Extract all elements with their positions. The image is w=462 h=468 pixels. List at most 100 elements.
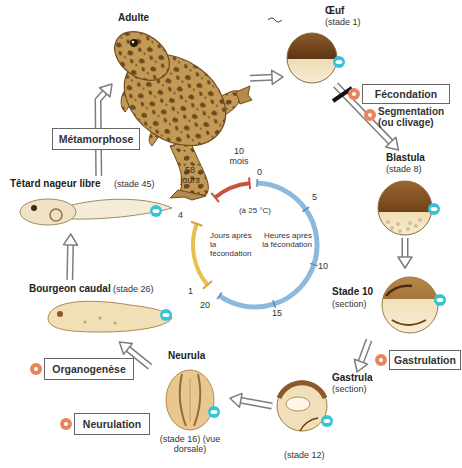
- node-heading: Métamorphose: [59, 133, 134, 145]
- time-clock-part: [203, 281, 212, 289]
- temperature-note: (à 25 °C): [228, 207, 282, 216]
- gastrula-illustration-part: [300, 418, 318, 431]
- node-subtext: (stade 8): [386, 164, 456, 174]
- gastrula-illustration-part: [279, 383, 325, 398]
- process-icon-part: [34, 367, 38, 371]
- tadpole-illustration-part: [20, 199, 76, 225]
- process-box: Organogenèse: [44, 358, 134, 380]
- arrow-head: [230, 393, 242, 407]
- process-icon-part: [60, 418, 72, 430]
- frog-illustration-part: [236, 86, 252, 104]
- frog-illustration-part: [170, 190, 206, 200]
- node-heading: Stade 10: [332, 286, 382, 298]
- axis-caption: Jours après la fécondation: [210, 232, 256, 258]
- arrow-head: [119, 342, 132, 354]
- arrow-head: [99, 84, 112, 97]
- node-subtext: (stade 16) (vue dorsale): [159, 434, 221, 455]
- arrow-outline: [361, 340, 369, 363]
- arrow-body: [361, 340, 369, 363]
- arrow-head: [63, 234, 77, 245]
- neurula-illustration-part: [166, 370, 214, 430]
- arrow-body: [240, 400, 272, 406]
- node-heading: Blastula: [386, 152, 456, 164]
- frog-illustration-part: [130, 39, 138, 47]
- view-icon-part: [437, 298, 444, 302]
- process-box: Métamorphose: [52, 128, 140, 150]
- view-icon-part: [428, 203, 440, 215]
- blastula-illustration-part: [408, 221, 412, 225]
- time-clock: [191, 177, 318, 307]
- process-icon-part: [352, 92, 356, 96]
- node-subtext: (section): [332, 384, 384, 394]
- frog-illustration-part: [105, 22, 178, 91]
- stage-figure: Têtard nageur libre(stade 45): [8, 176, 173, 234]
- node-heading: Bourgeon caudal: [29, 283, 115, 295]
- tailbud-illustration: [48, 301, 172, 332]
- cycle-arrow: [354, 340, 369, 372]
- time-clock-part: [191, 222, 202, 226]
- blastula-illustration-part: [378, 181, 432, 235]
- tadpole-illustration-part: [72, 199, 172, 219]
- time-clock-part: [211, 193, 219, 202]
- process-icon-part: [64, 422, 68, 426]
- node-heading: Fécondation: [375, 88, 437, 100]
- stage-figure: Gastrula(section) (stade 12): [272, 372, 384, 464]
- arrow-outline: [402, 238, 409, 258]
- blastula-illustration: [378, 181, 432, 235]
- neurula-illustration-part: [190, 378, 191, 422]
- axis-caption: Heures après la fécondation: [262, 232, 312, 250]
- time-label: 58 jours: [176, 166, 204, 186]
- tailbud-illustration-part: [99, 317, 102, 320]
- arrow-head: [398, 257, 412, 268]
- node-heading: Adulte: [118, 12, 178, 24]
- neurula-illustration: [166, 370, 214, 430]
- node-heading: Œuf: [325, 5, 365, 17]
- view-icon-part: [324, 419, 331, 423]
- node-heading: Gastrula: [332, 372, 384, 384]
- arrow-head: [386, 137, 399, 150]
- view-icon-part: [208, 406, 220, 418]
- process-icon-part: [30, 363, 42, 375]
- node-subtext: (section): [332, 299, 382, 309]
- process-box: Fécondation: [362, 84, 450, 104]
- tadpole-illustration-part: [50, 209, 62, 221]
- arrow-outline: [240, 400, 272, 406]
- blastula-illustration-part: [414, 224, 418, 228]
- tailbud-illustration-part: [114, 322, 117, 325]
- blastula-illustration-part: [396, 222, 400, 226]
- tick-number: 15: [272, 309, 286, 319]
- stage10-illustration-part: [386, 286, 412, 296]
- egg-illustration-part: [287, 33, 337, 83]
- tailbud-illustration-part: [57, 311, 63, 317]
- tick-number: 20: [200, 301, 214, 311]
- time-clock-part: [249, 177, 250, 189]
- tick-number: 0: [257, 168, 267, 178]
- time-label: 10 mois: [226, 147, 252, 167]
- process-icon-part: [375, 354, 387, 366]
- node-heading: Organogenèse: [52, 363, 126, 375]
- blastula-illustration-part: [398, 229, 402, 233]
- stage-figure: Stade 10(section): [330, 268, 460, 340]
- gastrula-illustration-part: [286, 397, 310, 411]
- node-heading: Neurula: [168, 350, 228, 362]
- node-subtext: (stade 12): [284, 450, 344, 460]
- process-icon-part: [379, 358, 383, 362]
- time-clock-part: [273, 300, 276, 308]
- view-icon-part: [431, 207, 438, 211]
- tick-number: 5: [312, 193, 324, 203]
- time-clock-part: [193, 224, 208, 285]
- view-icon-part: [434, 294, 446, 306]
- tailbud-illustration-part: [84, 321, 87, 324]
- frog-illustration-part: [132, 41, 134, 43]
- process-icon: [30, 88, 387, 430]
- arrow-outline: [250, 77, 273, 78]
- stage10-illustration-part: [382, 277, 438, 333]
- stage10-illustration-part: [392, 320, 426, 325]
- process-label: Segmentation (ou clivage): [378, 106, 452, 128]
- node-heading: Gastrulation: [394, 354, 456, 366]
- arrow-body: [68, 244, 73, 280]
- process-box: Gastrulation: [389, 350, 461, 370]
- stage-figure: Neurula (stade 16) (vue dorsale): [150, 348, 230, 465]
- time-clock-part: [217, 293, 222, 300]
